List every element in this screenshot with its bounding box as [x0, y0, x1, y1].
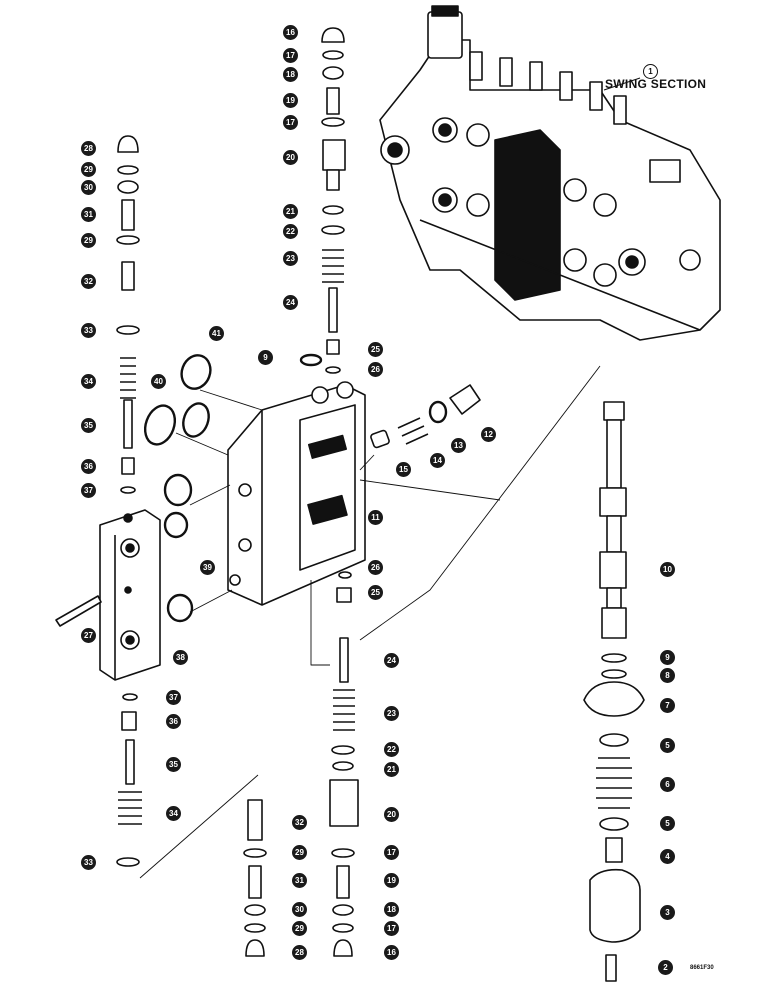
leader-lines [139, 365, 601, 879]
callout-23-bot: 23 [384, 706, 399, 721]
callout-29-left-b: 29 [81, 233, 96, 248]
callout-26-bot: 26 [368, 560, 383, 575]
callout-9-right: 9 [660, 650, 675, 665]
callout-25-bot: 25 [368, 585, 383, 600]
valve-bank-assembly [379, 5, 721, 341]
callout-38: 38 [173, 650, 188, 665]
callout-32-left: 32 [81, 274, 96, 289]
callout-19-bot: 19 [384, 873, 399, 888]
callout-29-bot-a: 29 [292, 845, 307, 860]
callout-32-bot: 32 [292, 815, 307, 830]
callout-39: 39 [200, 560, 215, 575]
top-middle-stack [321, 27, 346, 374]
spool-stack [583, 401, 645, 982]
callout-17-bot-b: 17 [384, 921, 399, 936]
callout-24-top: 24 [283, 295, 298, 310]
callout-9-mid: 9 [258, 350, 273, 365]
callout-13: 13 [451, 438, 466, 453]
callout-6: 6 [660, 777, 675, 792]
callout-19-top: 19 [283, 93, 298, 108]
callout-16-top: 16 [283, 25, 298, 40]
callout-5b: 5 [660, 816, 675, 831]
callout-18-top: 18 [283, 67, 298, 82]
callout-23-top: 23 [283, 251, 298, 266]
callout-31-bot: 31 [292, 873, 307, 888]
swing-section-label: SWING SECTION [605, 77, 707, 91]
callout-33-left: 33 [81, 323, 96, 338]
o-rings [143, 353, 448, 623]
bottom-left-stack [116, 693, 267, 957]
callout-24-bot: 24 [384, 653, 399, 668]
callout-36-bot: 36 [166, 714, 181, 729]
callout-17-bot-a: 17 [384, 845, 399, 860]
callout-33-bot: 33 [81, 855, 96, 870]
callout-1: 1 [643, 64, 658, 79]
callout-20-bot: 20 [384, 807, 399, 822]
bottom-middle-stack [329, 571, 359, 957]
callout-7: 7 [660, 698, 675, 713]
callout-10: 10 [660, 562, 675, 577]
callout-36-left: 36 [81, 459, 96, 474]
callout-14: 14 [430, 453, 445, 468]
callout-28-left: 28 [81, 141, 96, 156]
callout-5a: 5 [660, 738, 675, 753]
callout-11: 11 [368, 510, 383, 525]
callout-3: 3 [660, 905, 675, 920]
callout-35-left: 35 [81, 418, 96, 433]
callout-17-top-a: 17 [283, 48, 298, 63]
callout-30-left: 30 [81, 180, 96, 195]
callout-30-bot: 30 [292, 902, 307, 917]
callout-21-bot: 21 [384, 762, 399, 777]
check-valve-parts [370, 384, 481, 449]
callout-15: 15 [396, 462, 411, 477]
callout-16-bot: 16 [384, 945, 399, 960]
callout-31-left: 31 [81, 207, 96, 222]
callout-17-top-b: 17 [283, 115, 298, 130]
callout-34-left: 34 [81, 374, 96, 389]
callout-4: 4 [660, 849, 675, 864]
callout-2: 2 [658, 960, 673, 975]
callout-29-left-a: 29 [81, 162, 96, 177]
callout-18-bot: 18 [384, 902, 399, 917]
callout-20-top: 20 [283, 150, 298, 165]
callout-21-top: 21 [283, 204, 298, 219]
callout-37-bot: 37 [166, 690, 181, 705]
left-top-stack [116, 135, 140, 494]
relief-block [99, 509, 161, 681]
callout-28-bot: 28 [292, 945, 307, 960]
callout-22-bot: 22 [384, 742, 399, 757]
valve-body [227, 381, 366, 606]
callout-34-bot: 34 [166, 806, 181, 821]
callout-27: 27 [81, 628, 96, 643]
callout-8: 8 [660, 668, 675, 683]
callout-22-top: 22 [283, 224, 298, 239]
callout-12: 12 [481, 427, 496, 442]
figure-reference: 8661F30 [690, 965, 714, 971]
callout-41: 41 [209, 326, 224, 341]
callout-26-top: 26 [368, 362, 383, 377]
callout-37-left: 37 [81, 483, 96, 498]
callout-29-bot-b: 29 [292, 921, 307, 936]
callout-25-top: 25 [368, 342, 383, 357]
callout-35-bot: 35 [166, 757, 181, 772]
callout-40: 40 [151, 374, 166, 389]
